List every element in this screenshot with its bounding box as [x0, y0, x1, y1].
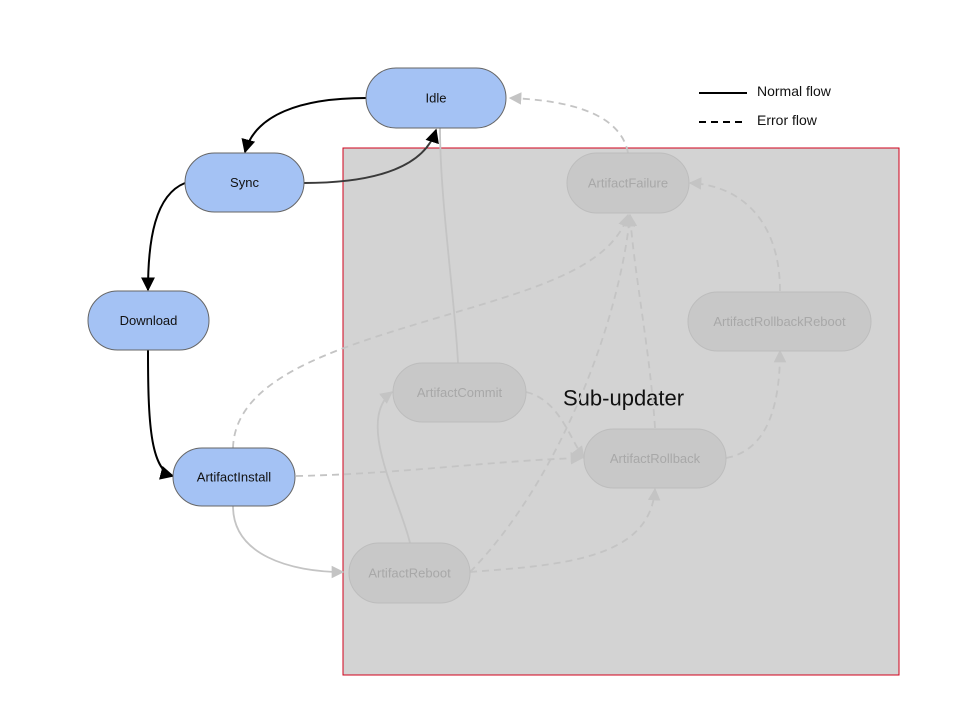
node-artifact-failure-label: ArtifactFailure	[588, 176, 668, 191]
edge-reboot-to-commit	[376, 391, 411, 544]
legend-normal-label: Normal flow	[757, 83, 832, 99]
nodes: Idle Sync Download ArtifactInstall Artif…	[87, 67, 872, 604]
sub-updater-label: Sub-updater	[563, 386, 684, 411]
edge-sync-to-idle	[303, 128, 439, 184]
edge-install-to-failure	[232, 213, 631, 449]
node-artifact-reboot-label: ArtifactReboot	[368, 566, 451, 581]
edge-failure-to-idle	[508, 92, 629, 154]
edge-reboot-to-failure	[469, 213, 636, 573]
edge-reboot-to-rollback	[469, 487, 661, 573]
node-idle: Idle	[365, 67, 507, 129]
node-artifact-commit-label: ArtifactCommit	[417, 385, 503, 400]
edge-idle-to-sync	[241, 97, 367, 154]
edges-normal	[141, 97, 439, 480]
node-download-label: Download	[120, 313, 178, 328]
node-sync-label: Sync	[230, 175, 259, 190]
edge-commit-to-idle	[439, 127, 459, 364]
edge-install-to-reboot	[232, 505, 345, 579]
node-artifact-failure: ArtifactFailure	[566, 152, 690, 214]
edge-rollback-reboot-to-failure	[688, 177, 781, 292]
node-download: Download	[87, 290, 210, 351]
edge-download-to-install	[147, 349, 175, 480]
node-artifact-rollback-reboot: ArtifactRollbackReboot	[687, 291, 872, 352]
node-artifact-reboot: ArtifactReboot	[348, 542, 471, 604]
node-artifact-rollback: ArtifactRollback	[583, 428, 727, 489]
legend-error-label: Error flow	[757, 112, 818, 128]
node-sync: Sync	[184, 152, 305, 213]
edge-sync-to-download	[141, 182, 186, 292]
node-artifact-rollback-reboot-label: ArtifactRollbackReboot	[713, 314, 846, 329]
node-artifact-commit: ArtifactCommit	[392, 362, 527, 423]
legend: Normal flow Error flow	[699, 83, 832, 128]
edge-rollback-to-failure	[624, 213, 656, 429]
node-artifact-rollback-label: ArtifactRollback	[610, 451, 701, 466]
edges-faded	[232, 92, 787, 579]
node-artifact-install: ArtifactInstall	[172, 447, 296, 507]
edge-rollback-to-rollback-reboot	[725, 349, 787, 459]
node-artifact-install-label: ArtifactInstall	[197, 470, 272, 485]
node-idle-label: Idle	[426, 91, 447, 106]
